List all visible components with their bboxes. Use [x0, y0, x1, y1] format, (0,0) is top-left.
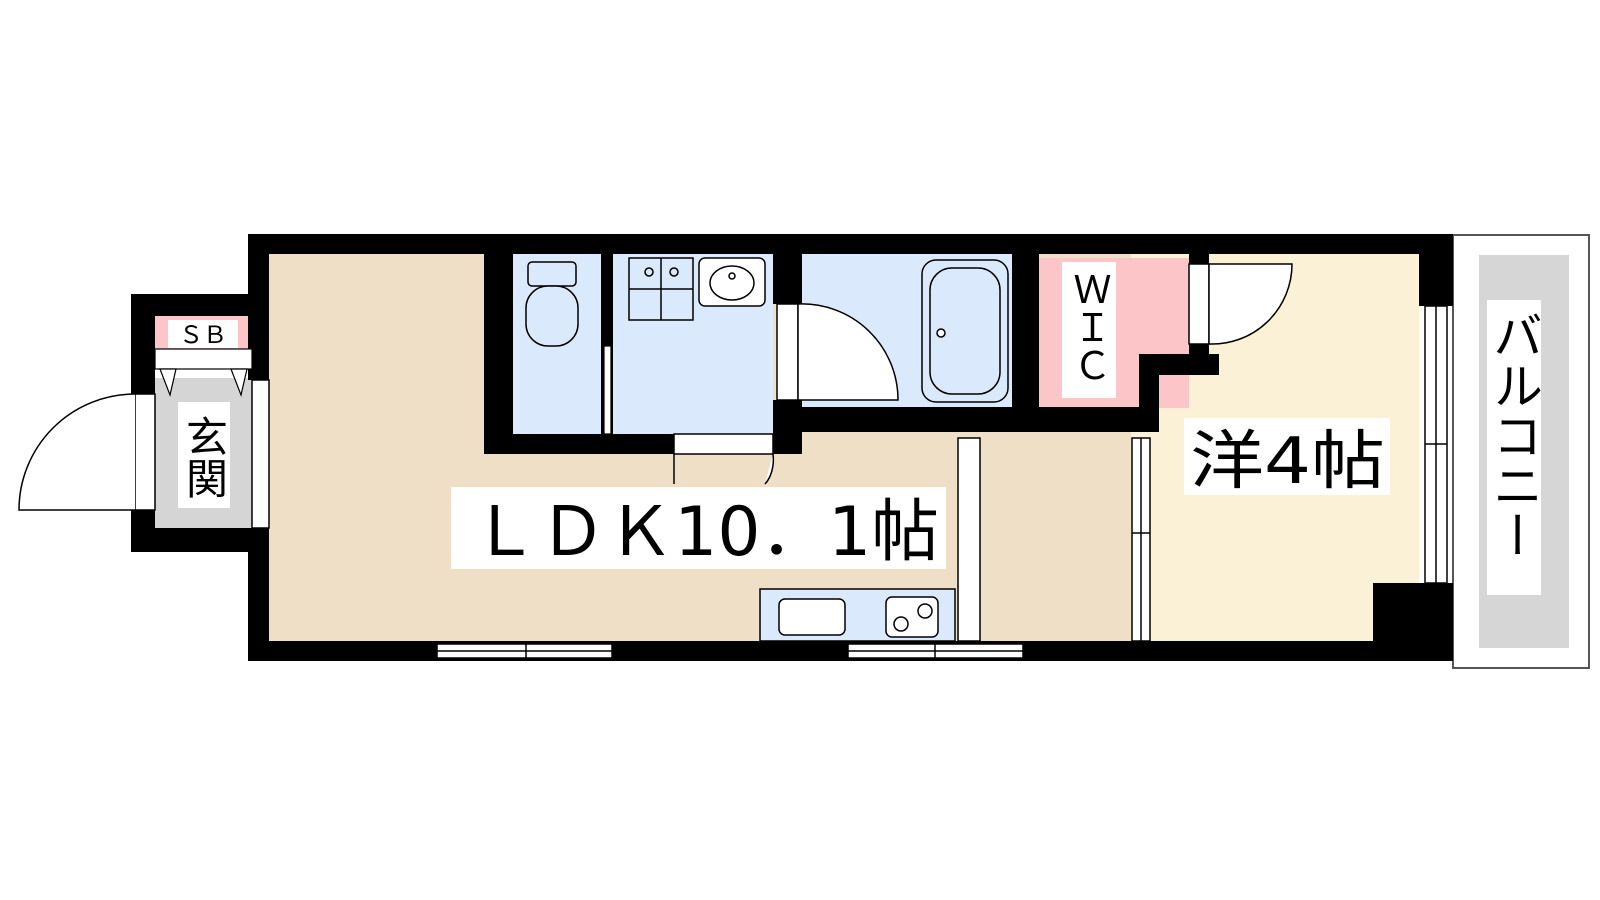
- washroom-door: [673, 433, 775, 485]
- balcony-label-bg: [1487, 300, 1541, 595]
- wic-label-bg: [1062, 262, 1116, 398]
- balcony-label: バルコニー: [1485, 310, 1543, 560]
- washing-machine-space: [628, 257, 694, 321]
- entrance-label: 玄関: [180, 415, 229, 499]
- ldk-label-bg: [451, 487, 946, 569]
- western-label-bg: [1184, 418, 1390, 495]
- entrance-label-bg: [178, 402, 230, 508]
- bathroom-door: [776, 303, 899, 401]
- shoe-box-label: ＳＢ: [179, 321, 227, 349]
- walk-in-closet-label: ＷＩＣ: [1067, 270, 1111, 384]
- balcony-window: [1424, 305, 1448, 584]
- toilet-fixture: [525, 261, 579, 347]
- kitchen-partition: [957, 437, 981, 642]
- shoe-box-shelf: [154, 348, 253, 398]
- western-room-label: 洋4帖: [1190, 425, 1385, 499]
- washbasin: [698, 257, 766, 307]
- south-window-ldk: [436, 643, 613, 659]
- shoe-box-label-bg: [168, 320, 238, 348]
- entrance-door: [18, 379, 270, 529]
- south-window-kitchen: [847, 643, 1024, 659]
- sliding-door-ldk-western: [1131, 437, 1151, 642]
- toilet-door: [603, 254, 612, 435]
- western-room-door: [1188, 263, 1293, 345]
- bathtub: [921, 259, 1009, 403]
- kitchen-counter: [759, 588, 956, 642]
- ldk-label: ＬＤＫ10．1帖: [471, 493, 939, 572]
